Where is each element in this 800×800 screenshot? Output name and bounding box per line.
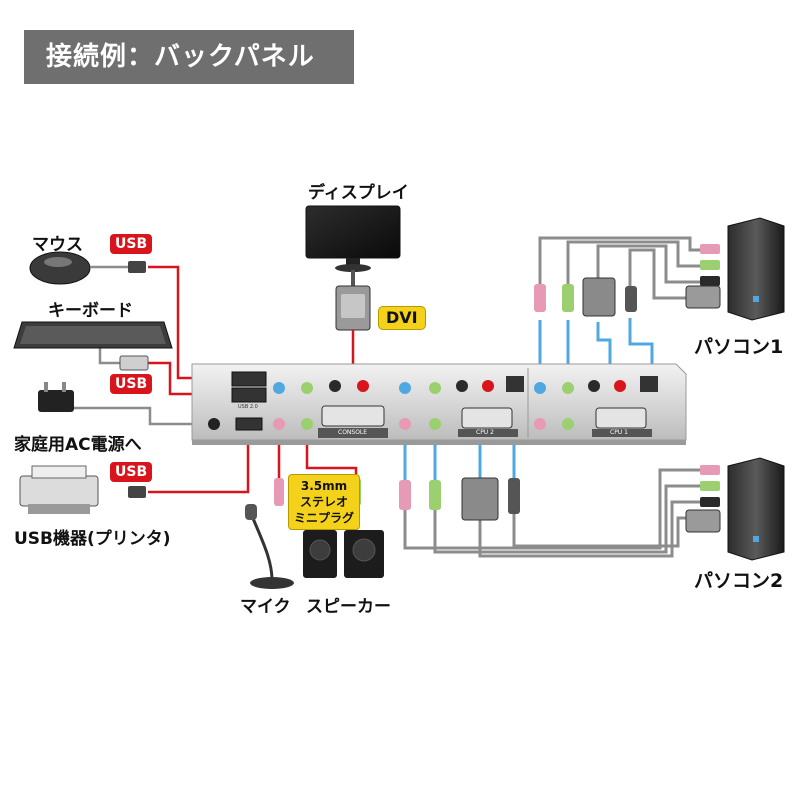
- pc2-plugs: [685, 465, 721, 533]
- mouse: [29, 251, 146, 285]
- usb-device-label: USB機器(プリンタ): [14, 529, 171, 549]
- pc1-tower: [727, 217, 785, 321]
- keyboard: [13, 321, 173, 371]
- usb-badge-keyboard: USB: [110, 374, 153, 394]
- pc2-panel-plugs: [399, 477, 520, 521]
- cpu2-label: CPU 2: [476, 429, 494, 436]
- mouse-label: マウス: [32, 235, 83, 255]
- printer: [19, 465, 146, 514]
- pc2-cables: [403, 468, 718, 558]
- speaker-label: スピーカー: [306, 597, 391, 617]
- pc1-label: パソコン1: [694, 336, 784, 358]
- pc1-panel-plugs: [534, 277, 637, 317]
- microphone: [245, 478, 294, 589]
- plug-note-line-2: ステレオ: [299, 495, 348, 509]
- speakers: [303, 478, 384, 578]
- keyboard-label: キーボード: [48, 301, 133, 321]
- plug-note-line-3: ミニプラグ: [293, 511, 354, 525]
- usb-badge-mouse: USB: [110, 234, 153, 254]
- console-label: CONSOLE: [338, 429, 368, 436]
- pc1-plugs: [685, 244, 721, 309]
- pc1-cables: [538, 236, 718, 300]
- dvi-badge: DVI: [378, 306, 426, 330]
- usb20-label: USB 2.0: [238, 404, 258, 410]
- stereo-plug-note: 3.5mm ステレオ ミニプラグ: [288, 474, 360, 530]
- cpu1-label: CPU 1: [610, 429, 628, 436]
- usb-badge-printer: USB: [110, 462, 153, 482]
- display: [305, 205, 401, 272]
- page-title: 接続例：バックパネル: [24, 30, 354, 84]
- kvm-back-panel: [191, 363, 687, 445]
- ac-adapter: [38, 382, 74, 412]
- dvi-connector: [335, 270, 371, 331]
- plug-note-line-1: 3.5mm: [300, 479, 348, 493]
- ac-power-label: 家庭用AC電源へ: [14, 435, 142, 455]
- display-label: ディスプレイ: [308, 183, 409, 203]
- pc2-label: パソコン2: [694, 570, 784, 592]
- pc2-tower: [727, 457, 785, 561]
- mic-label: マイク: [240, 597, 291, 617]
